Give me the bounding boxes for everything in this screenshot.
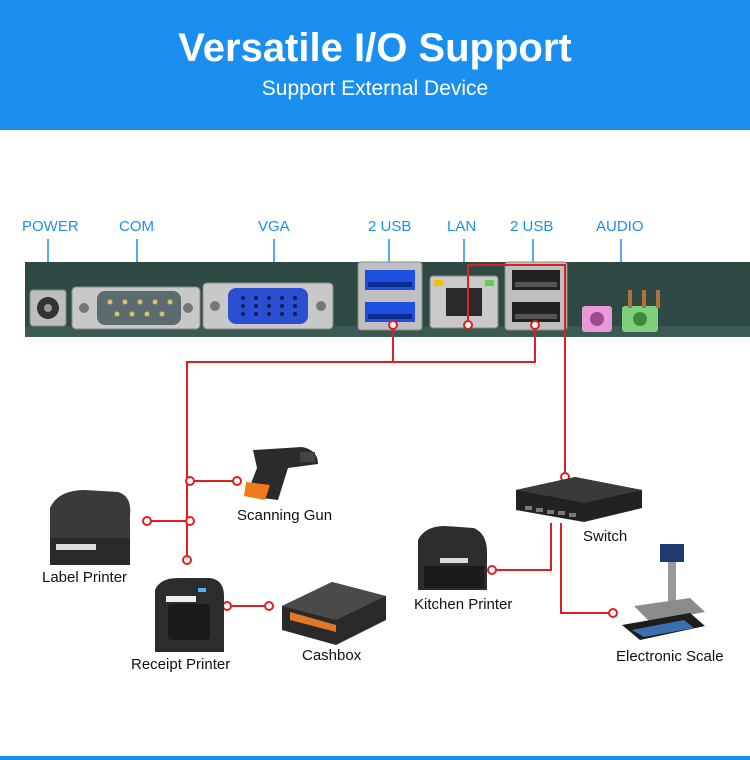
connection-lines bbox=[147, 264, 613, 614]
port-label-usb-right: 2 USB bbox=[510, 218, 554, 235]
cashbox-icon bbox=[282, 582, 386, 645]
port-label-audio: AUDIO bbox=[596, 218, 644, 235]
electronic-scale-icon bbox=[622, 544, 705, 640]
connection-dots bbox=[142, 320, 618, 618]
usb-left-port-icon bbox=[357, 261, 423, 331]
power-jack-icon bbox=[29, 289, 67, 327]
page-subtitle: Support External Device bbox=[261, 77, 489, 100]
com-port-icon bbox=[71, 286, 201, 330]
vga-port-icon bbox=[202, 282, 334, 330]
audio-jack-icon bbox=[582, 290, 660, 332]
port-label-power: POWER bbox=[22, 218, 79, 235]
port-label-vga: VGA bbox=[258, 218, 290, 235]
device-label-label-printer: Label Printer bbox=[42, 569, 128, 586]
port-label-lan: LAN bbox=[447, 218, 477, 235]
port-label-com: COM bbox=[119, 218, 154, 235]
device-label-kitchen-printer: Kitchen Printer bbox=[414, 596, 513, 613]
header-banner bbox=[0, 0, 750, 130]
device-label-cashbox: Cashbox bbox=[302, 647, 362, 664]
receipt-printer-icon bbox=[155, 578, 224, 652]
device-label-electronic-scale: Electronic Scale bbox=[616, 648, 724, 665]
lan-port-icon bbox=[429, 275, 499, 329]
network-switch-icon bbox=[516, 477, 642, 522]
page-title: Versatile I/O Support bbox=[178, 26, 572, 70]
scanning-gun-icon bbox=[244, 447, 318, 500]
port-label-usb-left: 2 USB bbox=[368, 218, 412, 235]
label-printer-icon bbox=[50, 490, 131, 565]
device-label-switch: Switch bbox=[583, 528, 628, 545]
device-label-receipt-printer: Receipt Printer bbox=[131, 656, 231, 673]
kitchen-printer-icon bbox=[418, 526, 487, 590]
usb-right-port-icon bbox=[504, 261, 568, 331]
footer-bar bbox=[0, 756, 750, 760]
device-label-scanning-gun: Scanning Gun bbox=[237, 507, 333, 524]
